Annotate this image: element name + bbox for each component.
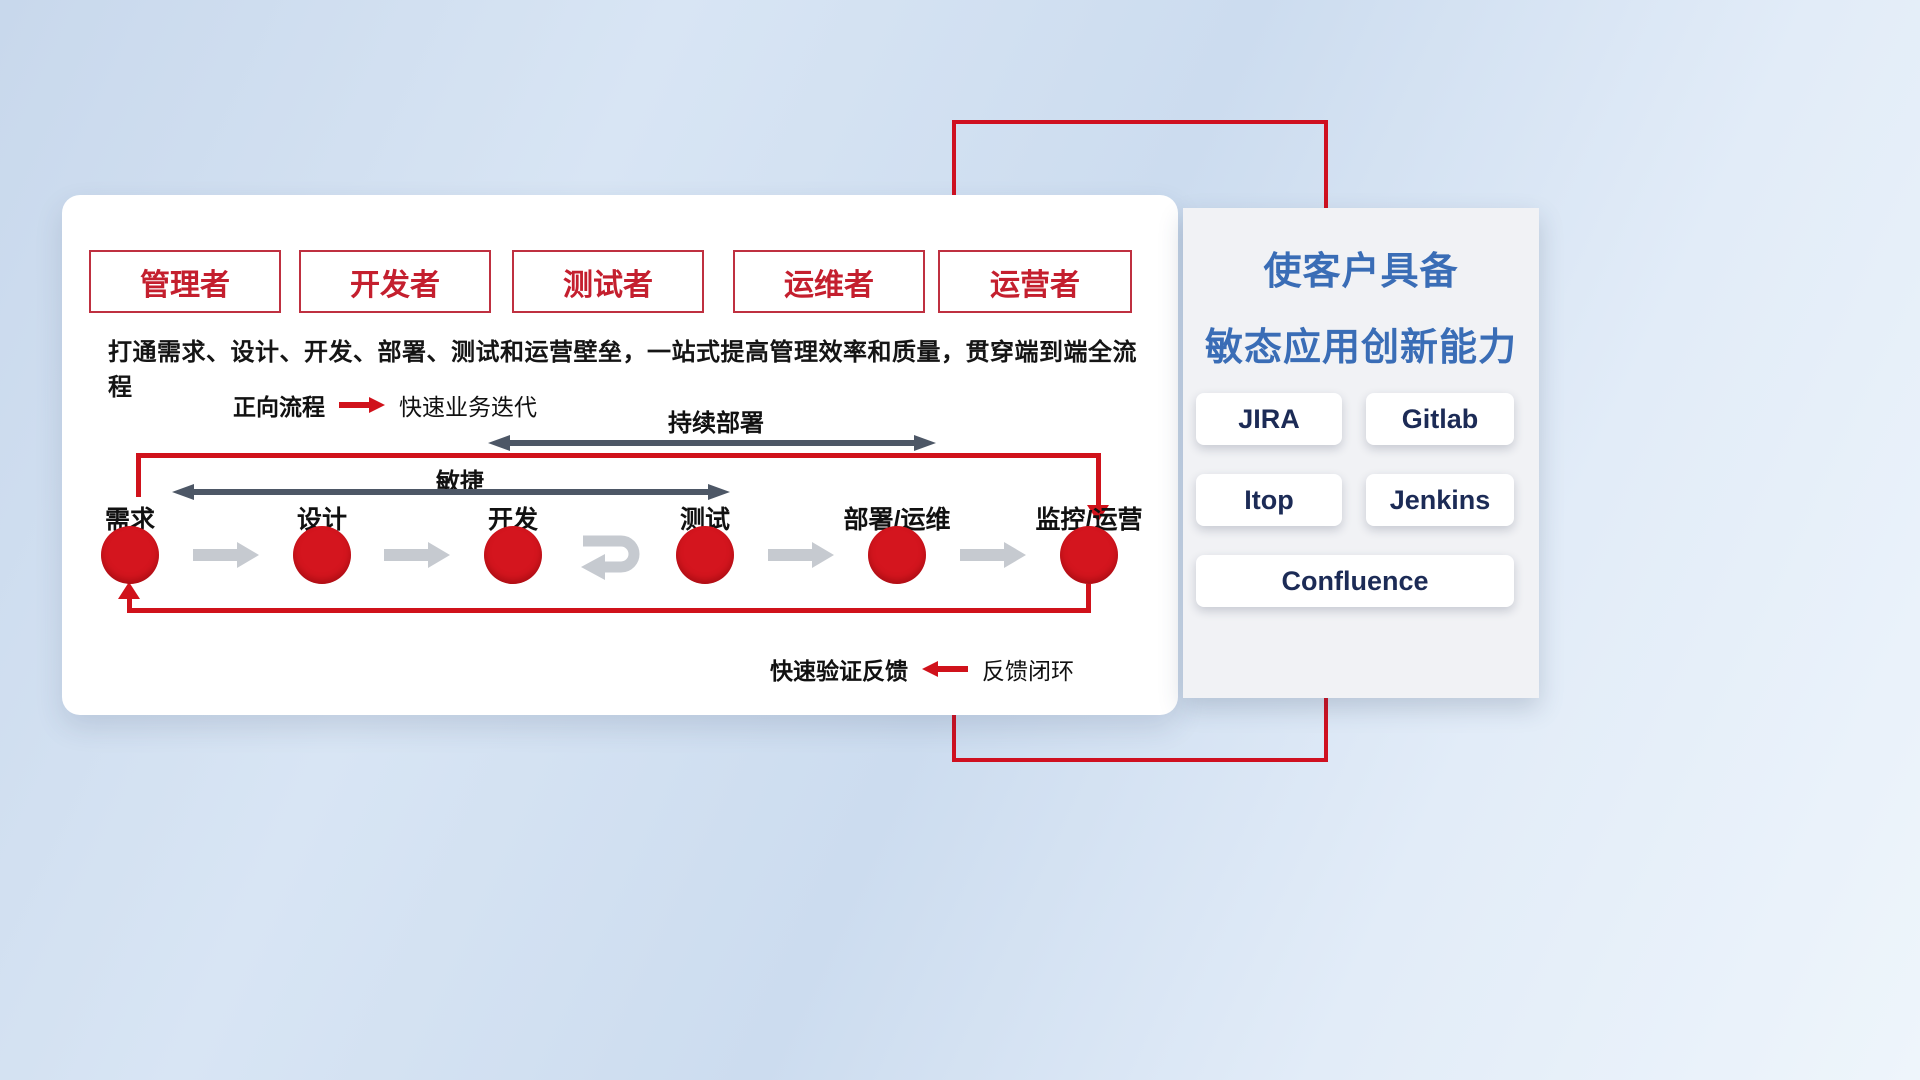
continuous-deploy-label: 持续部署 <box>668 410 764 437</box>
tool-label: JIRA <box>1238 403 1300 434</box>
role-box-tester: 测试者 <box>512 250 704 313</box>
forward-loop-line-right <box>1096 453 1101 507</box>
node-circle-develop <box>484 526 542 584</box>
feedback-loop-line-left-stub <box>127 598 132 610</box>
forward-flow-label: 正向流程 <box>233 394 325 420</box>
tool-chip-confluence: Confluence <box>1196 555 1514 607</box>
forward-loop-arrowhead-icon <box>1087 505 1109 522</box>
forward-arrow-icon <box>339 397 385 413</box>
iteration-loop-arrow-icon <box>581 535 640 580</box>
feedback-loop-line-bottom <box>127 608 1091 613</box>
tool-label: Confluence <box>1281 565 1429 596</box>
feedback-legend-desc: 反馈闭环 <box>982 658 1074 684</box>
capability-side-panel <box>1183 208 1539 698</box>
feedback-arrow-icon <box>922 661 968 677</box>
feedback-loop-arrowhead-icon <box>118 582 140 599</box>
tool-chip-itop: Itop <box>1196 474 1342 526</box>
role-box-ops: 运维者 <box>733 250 925 313</box>
forward-loop-line-top <box>136 453 1101 458</box>
node-circle-requirements <box>101 526 159 584</box>
role-label: 运维者 <box>784 268 874 302</box>
role-box-operator: 运营者 <box>938 250 1132 313</box>
role-label: 管理者 <box>140 268 230 302</box>
feedback-loop-line-right <box>1086 584 1091 613</box>
forward-loop-line-left-stub <box>136 453 141 497</box>
forward-flow-desc: 快速业务迭代 <box>399 394 537 420</box>
flow-arrow-icon <box>193 542 259 568</box>
tool-label: Jenkins <box>1389 484 1491 515</box>
tool-label: Gitlab <box>1401 403 1479 434</box>
feedback-legend-label: 快速验证反馈 <box>770 658 908 684</box>
role-label: 运营者 <box>990 268 1080 302</box>
tool-label: Itop <box>1244 484 1294 515</box>
agile-range-arrow-icon <box>172 484 730 500</box>
role-box-developer: 开发者 <box>299 250 491 313</box>
flow-arrow-icon <box>768 542 834 568</box>
role-box-manager: 管理者 <box>89 250 281 313</box>
forward-flow-legend: 正向流程 快速业务迭代 <box>233 388 537 422</box>
side-panel-title-line2: 敏态应用创新能力 <box>1204 327 1517 369</box>
role-label: 测试者 <box>563 268 653 302</box>
node-circle-design <box>293 526 351 584</box>
node-circle-test <box>676 526 734 584</box>
node-circle-deploy-ops <box>868 526 926 584</box>
tool-chip-jira: JIRA <box>1196 393 1342 445</box>
tool-chip-gitlab: Gitlab <box>1366 393 1514 445</box>
headline-text: 打通需求、设计、开发、部署、测试和运营壁垒，一站式提高管理效率和质量，贯穿端到端… <box>108 339 1137 401</box>
role-label: 开发者 <box>350 268 440 302</box>
feedback-legend: 快速验证反馈 反馈闭环 <box>770 652 1074 686</box>
flow-arrow-icon <box>384 542 450 568</box>
side-panel-title-line1: 使客户具备 <box>1263 251 1459 293</box>
flow-arrow-icon <box>960 542 1026 568</box>
tool-chip-jenkins: Jenkins <box>1366 474 1514 526</box>
continuous-deploy-range-arrow-icon <box>488 435 936 451</box>
node-circle-monitor-operate <box>1060 526 1118 584</box>
